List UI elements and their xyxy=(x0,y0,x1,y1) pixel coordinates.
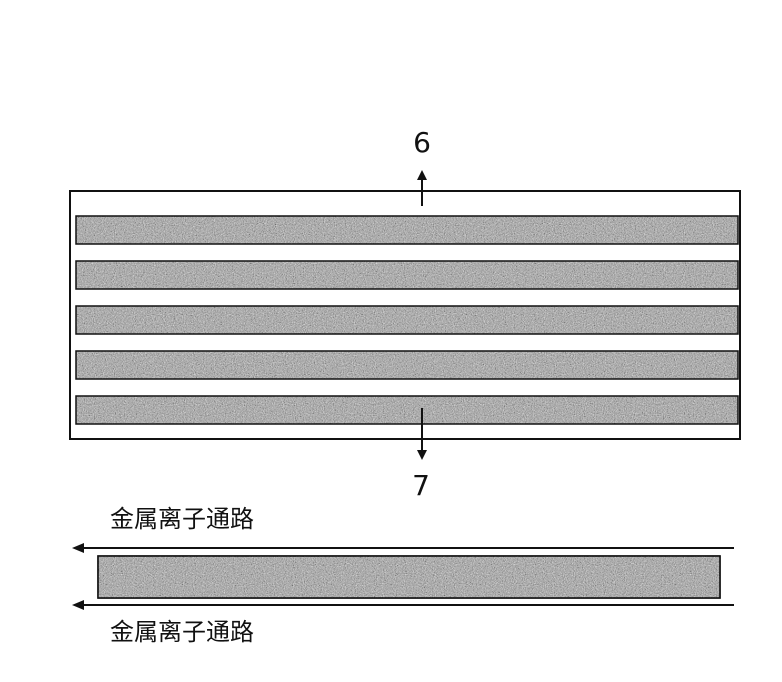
arrow-down-icon xyxy=(417,408,427,460)
channel-arrow-bottom xyxy=(72,600,734,610)
arrow-left-icon xyxy=(72,600,84,610)
channel-arrow-top xyxy=(72,543,734,553)
stack-layer xyxy=(75,350,739,380)
stack-layer xyxy=(75,395,739,425)
stack-frame xyxy=(69,190,741,440)
layer-stack xyxy=(75,215,739,425)
channel-label-bottom: 金属离子通路 xyxy=(110,618,254,646)
arrow-left-icon xyxy=(72,543,84,553)
arrow-up-icon xyxy=(417,170,427,206)
label-number-7: 7 xyxy=(412,469,430,502)
channel-label-top: 金属离子通路 xyxy=(110,505,254,533)
label-number-6: 6 xyxy=(413,126,431,159)
stack-layer xyxy=(75,305,739,335)
single-layer xyxy=(97,555,721,599)
stack-layer xyxy=(75,260,739,290)
stack-layer xyxy=(75,215,739,245)
